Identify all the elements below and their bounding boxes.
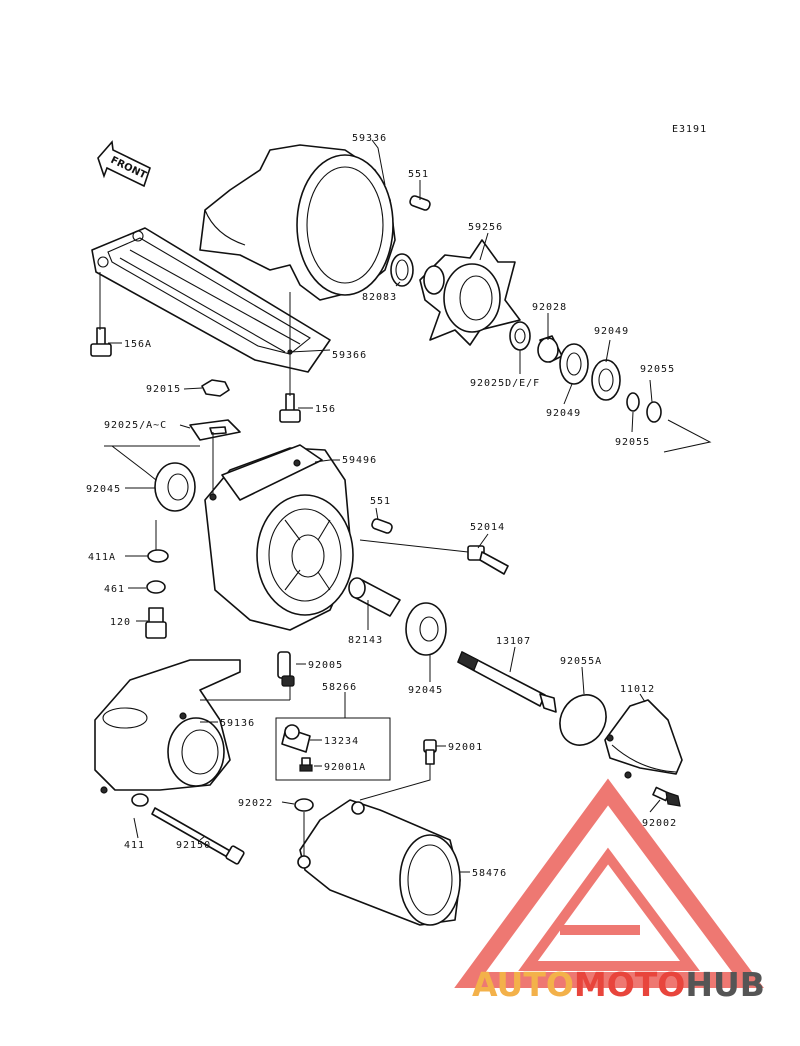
bolt-92001 — [423, 739, 437, 765]
diagram-code: E3191 — [672, 124, 707, 135]
pin-551-lower — [371, 518, 393, 534]
callout-92045-lower: 92045 — [408, 685, 443, 696]
watermark-auto: AUTO — [472, 965, 574, 1004]
shim-92025 — [189, 419, 241, 441]
callout-92045-upper: 92045 — [86, 484, 121, 495]
fitting-92005 — [277, 651, 295, 687]
watermark-hub: HUB — [685, 965, 765, 1004]
callout-58266: 58266 — [322, 682, 357, 693]
oring-92055-a — [626, 392, 640, 412]
callout-551-lower: 551 — [370, 496, 391, 507]
callout-411a: 411A — [88, 552, 116, 563]
pump-case-59496 — [204, 444, 354, 631]
callout-59366: 59366 — [332, 350, 367, 361]
bolt-156a — [90, 327, 112, 357]
callout-92025-ac: 92025/A~C — [104, 420, 167, 431]
impeller-59256 — [419, 239, 521, 346]
collar-92028 — [537, 335, 563, 363]
kit-box-58266 — [275, 717, 391, 781]
stator-59136 — [94, 659, 241, 794]
callout-156: 156 — [315, 404, 336, 415]
callout-59136: 59136 — [220, 718, 255, 729]
callout-551-upper: 551 — [408, 169, 429, 180]
callout-92025d: 92025D/E/F — [470, 378, 540, 389]
bolt-92002 — [652, 786, 681, 807]
callout-461: 461 — [104, 584, 125, 595]
bearing-92049-a — [559, 343, 589, 385]
bearing-92045-lower — [405, 602, 447, 656]
callout-92049-upper: 92049 — [594, 326, 629, 337]
shaft-13107 — [457, 651, 557, 713]
callout-156a: 156A — [124, 339, 152, 350]
callout-92150: 92150 — [176, 840, 211, 851]
pump-duct-59336 — [199, 144, 396, 301]
callout-82083: 82083 — [362, 292, 397, 303]
callout-11012: 11012 — [620, 684, 655, 695]
watermark-logo: AUTOMOTOHUB — [454, 778, 765, 1004]
callout-92022: 92022 — [238, 798, 273, 809]
callout-92028: 92028 — [532, 302, 567, 313]
callout-120: 120 — [110, 617, 131, 628]
watermark-triangle-icon — [454, 778, 764, 988]
washer-92022 — [294, 798, 314, 812]
watermark-moto: MOTO — [574, 965, 685, 1004]
oring-92055-b — [646, 401, 662, 423]
callout-59336: 59336 — [352, 133, 387, 144]
bearing-92049-b — [591, 359, 621, 401]
bolt-120 — [145, 607, 167, 639]
callout-13234: 13234 — [324, 736, 359, 747]
pin-551-upper — [409, 195, 431, 211]
callout-411: 411 — [124, 840, 145, 851]
front-arrow-icon: FRONT — [97, 140, 151, 188]
bolt-92150 — [151, 807, 245, 865]
nozzle-58476 — [297, 799, 461, 926]
bearing-92045-upper — [154, 462, 196, 512]
callout-58476: 58476 — [472, 868, 507, 879]
washer-461 — [146, 580, 166, 594]
callout-59496: 59496 — [342, 455, 377, 466]
callout-92001a: 92001A — [324, 762, 366, 773]
callout-92001: 92001 — [448, 742, 483, 753]
cap-11012 — [604, 699, 683, 779]
callout-59256: 59256 — [468, 222, 503, 233]
nut-92015 — [201, 379, 230, 397]
oring-92055a — [559, 694, 607, 746]
callout-92015: 92015 — [146, 384, 181, 395]
callout-92005: 92005 — [308, 660, 343, 671]
sleeve-82143 — [348, 577, 401, 617]
intake-grate-59366 — [91, 227, 331, 373]
bolt-156 — [279, 393, 301, 423]
callout-82143: 82143 — [348, 635, 383, 646]
watermark-text: AUTOMOTOHUB — [472, 965, 765, 1004]
callout-92055-lower: 92055 — [615, 437, 650, 448]
nipple-52014 — [467, 545, 509, 575]
pin-13234 — [281, 724, 311, 753]
callout-92055a-big: 92055A — [560, 656, 602, 667]
callout-13107: 13107 — [496, 636, 531, 647]
bolt-92001a — [299, 757, 313, 772]
callout-92049-lower: 92049 — [546, 408, 581, 419]
leader-lines — [99, 139, 712, 873]
callout-labels: 59336 551 59256 82083 92028 92049 92025D… — [86, 133, 677, 879]
seal-82083 — [390, 253, 414, 287]
callout-92002: 92002 — [642, 818, 677, 829]
callout-92055-upper: 92055 — [640, 364, 675, 375]
washer-411a — [147, 549, 169, 563]
washer-92025d — [509, 321, 531, 351]
callout-52014: 52014 — [470, 522, 505, 533]
washer-411 — [131, 793, 149, 807]
